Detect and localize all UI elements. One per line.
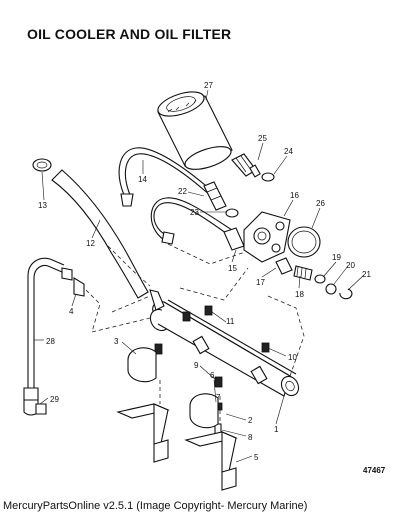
callout-3: 3 [114, 337, 119, 346]
callout-26: 26 [316, 199, 325, 208]
oil-hose-lower [150, 197, 245, 251]
callout-27: 27 [204, 81, 213, 90]
callout-25: 25 [258, 134, 267, 143]
callout-7: 7 [216, 393, 221, 402]
callout-10: 10 [288, 353, 297, 362]
filter-adapter-block [243, 211, 291, 263]
plate-number: 47467 [363, 466, 386, 475]
cooler-strap-clamps [127, 347, 219, 429]
water-line [23, 257, 85, 416]
callout-16: 16 [290, 191, 299, 200]
callout-8: 8 [248, 433, 253, 442]
callout-22: 22 [178, 187, 187, 196]
water-hose [51, 169, 149, 299]
callout-15: 15 [228, 264, 237, 273]
adapter-gasket [287, 226, 321, 258]
hose-clamp [32, 158, 52, 172]
callout-29: 29 [50, 395, 59, 404]
callout-4: 4 [69, 307, 74, 316]
callout-14: 14 [138, 175, 147, 184]
hose-fitting-22 [203, 181, 227, 211]
oil-cooler [149, 289, 300, 397]
callout-6: 6 [210, 371, 215, 380]
oil-hose-upper [118, 147, 213, 207]
callout-24: 24 [284, 147, 293, 156]
copyright-footer: MercuryPartsOnline v2.5.1 (Image Copyrig… [3, 500, 308, 512]
callout-20: 20 [346, 261, 355, 270]
callout-18: 18 [295, 290, 304, 299]
callout-2: 2 [248, 416, 253, 425]
callout-19: 19 [332, 253, 341, 262]
callout-leaders [34, 89, 365, 463]
oil-filter [157, 91, 233, 170]
diagram-title: OIL COOLER AND OIL FILTER [27, 26, 232, 42]
callout-17: 17 [256, 278, 265, 287]
callout-21: 21 [362, 270, 371, 279]
washer-24 [261, 172, 275, 182]
bypass-valve-parts [275, 257, 353, 300]
callout-1: 1 [274, 425, 279, 434]
filter-adapter-fitting [231, 153, 261, 178]
callout-9: 9 [194, 361, 199, 370]
callout-5: 5 [254, 453, 259, 462]
o-ring-23 [225, 208, 239, 218]
callout-12: 12 [86, 239, 95, 248]
mounting-brackets [116, 403, 238, 491]
callout-28: 28 [46, 337, 55, 346]
callout-13: 13 [38, 201, 47, 210]
callout-23: 23 [190, 208, 199, 217]
assembly-guide-lines [85, 243, 305, 424]
callout-labels: 27 25 24 14 22 23 16 26 15 17 18 19 20 2… [38, 81, 371, 462]
callout-11: 11 [226, 317, 235, 326]
